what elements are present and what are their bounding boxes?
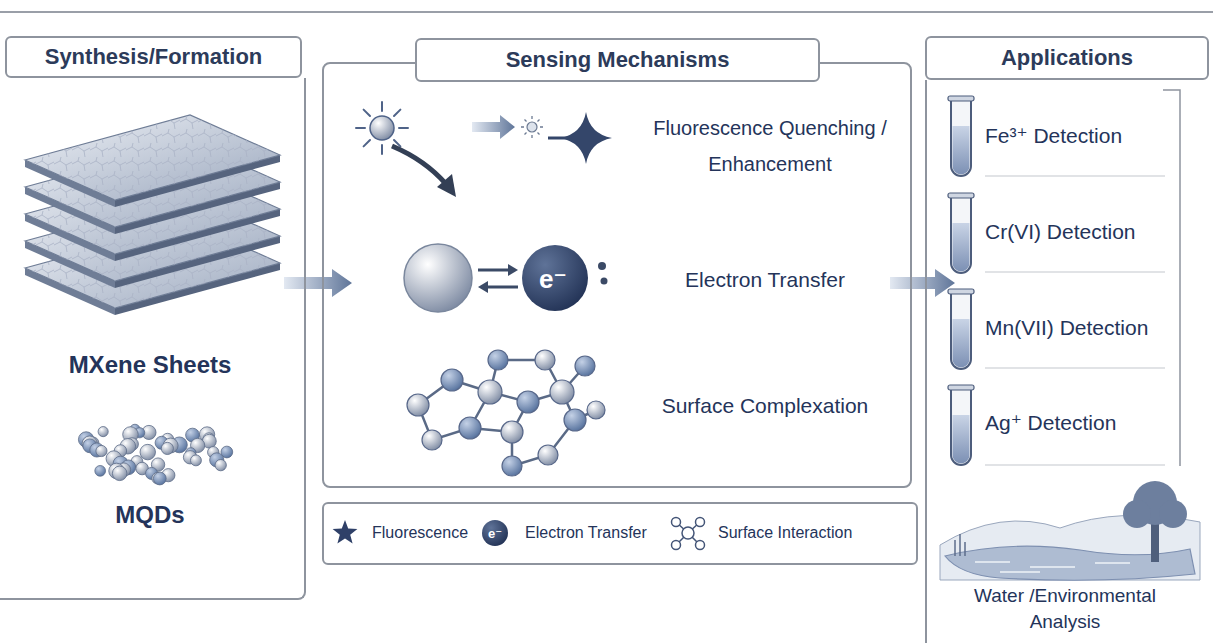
material-item: MQDs (40, 495, 260, 535)
application-item: Water /Environmental Analysis (955, 583, 1175, 639)
material-item-text: MQDs (40, 501, 260, 530)
application-item-text: Water /Environmental Analysis (955, 583, 1175, 634)
mechanism-label: Surface Complexation (625, 388, 905, 424)
application-item-text: Mn(VII) Detection (985, 315, 1170, 340)
mechanism-label: Fluorescence Quenching / Enhancement (640, 108, 900, 184)
flow-arrow (890, 269, 955, 297)
application-item-text: Ag⁺ Detection (985, 410, 1170, 435)
panel-outline (925, 80, 927, 643)
legend-text: Fluorescence (372, 523, 468, 543)
legend-text: Surface Interaction (718, 523, 852, 543)
application-item: Ag⁺ Detection (985, 405, 1170, 439)
application-item: Mn(VII) Detection (985, 310, 1170, 344)
mechanism-label-text: Fluorescence Quenching / Enhancement (640, 110, 900, 182)
panel-heading: Synthesis/Formation (5, 36, 302, 78)
mechanism-label: Electron Transfer (640, 262, 890, 298)
panel-heading: Sensing Mechanisms (415, 38, 820, 82)
material-item-text: MXene Sheets (20, 351, 280, 380)
material-item: MXene Sheets (20, 345, 280, 385)
electron-symbol: e⁻ (539, 264, 567, 295)
panel: ApplicationsFe³⁺ DetectionCr(VI) Detecti… (925, 36, 1213, 643)
panel: Synthesis/FormationMXene SheetsMQDs (0, 36, 306, 600)
flow-arrow (284, 269, 352, 297)
mechanism-label-text: Surface Complexation (625, 393, 905, 418)
mechanism-label-text: Electron Transfer (640, 267, 890, 292)
panel-heading: Applications (925, 36, 1209, 80)
application-item: Fe³⁺ Detection (985, 118, 1170, 152)
application-item-text: Fe³⁺ Detection (985, 123, 1170, 148)
application-item-text: Cr(VI) Detection (985, 219, 1170, 244)
panel: Sensing MechanismsFluorescence Quenching… (322, 38, 912, 488)
application-item: Cr(VI) Detection (985, 214, 1170, 248)
legend-text: Electron Transfer (525, 523, 647, 543)
electron-symbol: e⁻ (488, 526, 502, 541)
